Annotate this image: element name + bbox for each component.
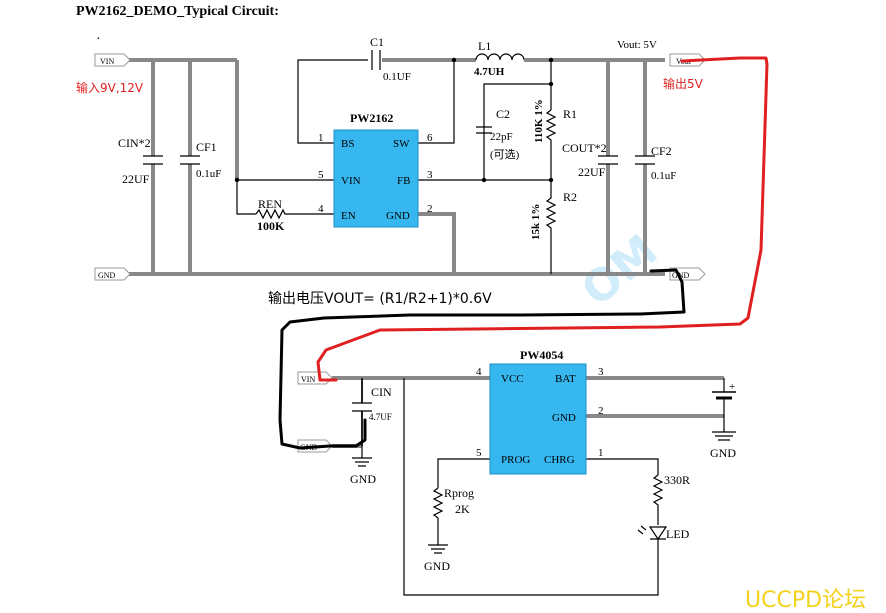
r1-ref: R1 [563, 107, 577, 121]
vin2-flag: VIN [297, 371, 333, 385]
capacitor-cin2 [352, 378, 372, 467]
c2-value: 22pF [490, 131, 513, 143]
cin2-ref: CIN [371, 385, 392, 399]
ic2-pin-gnd: GND [552, 412, 576, 424]
ic2-pin-2-num: 2 [598, 405, 604, 417]
ren-value: 100K [257, 219, 285, 233]
capacitor-cout [598, 60, 618, 274]
bullet-dot: · [96, 32, 101, 47]
ic1-pin-1-num: 1 [318, 132, 324, 144]
led-ref: LED [666, 527, 690, 541]
ic-pw4054 [489, 363, 587, 475]
wire-c2-loop [483, 83, 551, 180]
ic1-pin-6-num: 6 [427, 132, 433, 144]
led-diode [637, 525, 668, 548]
wire-led-loop [403, 378, 659, 596]
svg-text:VIN: VIN [100, 57, 114, 66]
cin-ref: CIN*2 [118, 136, 151, 150]
svg-text:GND: GND [98, 271, 116, 280]
resistor-r2 [545, 180, 557, 274]
ic2-pin-1-num: 1 [598, 447, 604, 459]
ic2-pin-vcc: VCC [501, 373, 524, 385]
cin-value: 22UF [122, 172, 150, 186]
l1-ref: L1 [478, 39, 491, 53]
footer-forum-label: UCCPD论坛 [745, 588, 866, 613]
ic1-pin-bs: BS [341, 138, 354, 150]
cout-value: 22UF [578, 165, 606, 179]
rprog-value: 2K [455, 502, 470, 516]
ic2-pin-chrg: CHRG [544, 454, 575, 466]
wire-en-branch [236, 180, 256, 215]
gnd-label-3: GND [710, 446, 736, 460]
r2-ref: R2 [563, 190, 577, 204]
capacitor-cf1 [180, 60, 200, 274]
ic1-name: PW2162 [350, 111, 393, 125]
cf2-ref: CF2 [651, 144, 672, 158]
r330-ref: 330R [664, 473, 690, 487]
wire-bs [297, 59, 368, 144]
c1-ref: C1 [370, 35, 384, 49]
capacitor-cf2 [635, 60, 655, 274]
c2-ref: C2 [496, 107, 510, 121]
capacitor-cin [143, 60, 163, 274]
ic1-pin-fb: FB [397, 175, 410, 187]
c2-note: (可选) [490, 148, 520, 161]
ic1-pin-en: EN [341, 210, 356, 222]
inductor-l1 [475, 53, 525, 61]
page-title: PW2162_DEMO_Typical Circuit: [76, 4, 279, 19]
formula-text: 输出电压VOUT= (R1/R2+1)*0.6V [268, 291, 492, 307]
wire-prog [437, 458, 490, 488]
red-hand-wire [316, 56, 769, 382]
black-hand-wire [278, 268, 686, 450]
ic2-name: PW4054 [520, 348, 563, 362]
resistor-r1 [545, 109, 557, 180]
svg-text:GND: GND [672, 271, 690, 280]
wire-chrg [586, 458, 659, 475]
resistor-330r [652, 474, 664, 525]
cf2-value: 0.1uF [651, 170, 676, 182]
bat-plus: + [729, 381, 735, 393]
l1-value: 4.7UH [474, 66, 505, 78]
resistor-rprog [432, 487, 444, 545]
rprog-ref: Rprog [444, 486, 474, 500]
ic1-pin-vin: VIN [341, 175, 361, 187]
svg-text:VIN: VIN [301, 375, 315, 384]
vout-level-label: Vout: 5V [617, 39, 657, 51]
cf1-ref: CF1 [196, 140, 217, 154]
ic1-pin-2-num: 2 [427, 203, 433, 215]
ic2-pin-bat: BAT [555, 373, 576, 385]
gnd-flag: GND [94, 267, 131, 281]
battery-symbol [712, 378, 736, 441]
ic1-pin-5-num: 5 [318, 169, 324, 181]
ren-ref: REN [258, 197, 282, 211]
ic1-pin-gnd: GND [386, 210, 410, 222]
c1-value: 0.1UF [383, 71, 411, 83]
gnd-label-1: GND [350, 472, 376, 486]
r2-value: 15k 1% [530, 204, 542, 240]
capacitor-c1 [371, 50, 381, 70]
vin-flag: VIN [94, 53, 131, 67]
wire-sw [418, 60, 455, 144]
resistor-ren [255, 208, 334, 220]
r1-value: 110K 1% [533, 99, 545, 143]
cout-ref: COUT*2 [562, 141, 607, 155]
capacitor-c2 [476, 126, 492, 134]
ic2-pin-5-num: 5 [476, 447, 482, 459]
output-voltage-note: 输出5V [663, 76, 704, 91]
cf1-value: 0.1uF [196, 168, 221, 180]
input-voltage-note: 输入9V,12V [76, 80, 144, 95]
ic1-pin-sw: SW [393, 138, 410, 150]
wire-ic-gnd [418, 212, 456, 274]
gnd-label-2: GND [424, 559, 450, 573]
ic2-pin-3-num: 3 [598, 366, 604, 378]
ic-pw2162 [333, 129, 419, 228]
ground-symbol-prog [428, 544, 448, 554]
ic2-pin-4-num: 4 [476, 366, 482, 378]
cin2-value: 4.7UF [369, 412, 392, 422]
ic1-pin-4-num: 4 [318, 203, 324, 215]
junction-dots [234, 57, 554, 183]
ic2-pin-prog: PROG [501, 454, 530, 466]
ic1-pin-3-num: 3 [427, 169, 433, 181]
